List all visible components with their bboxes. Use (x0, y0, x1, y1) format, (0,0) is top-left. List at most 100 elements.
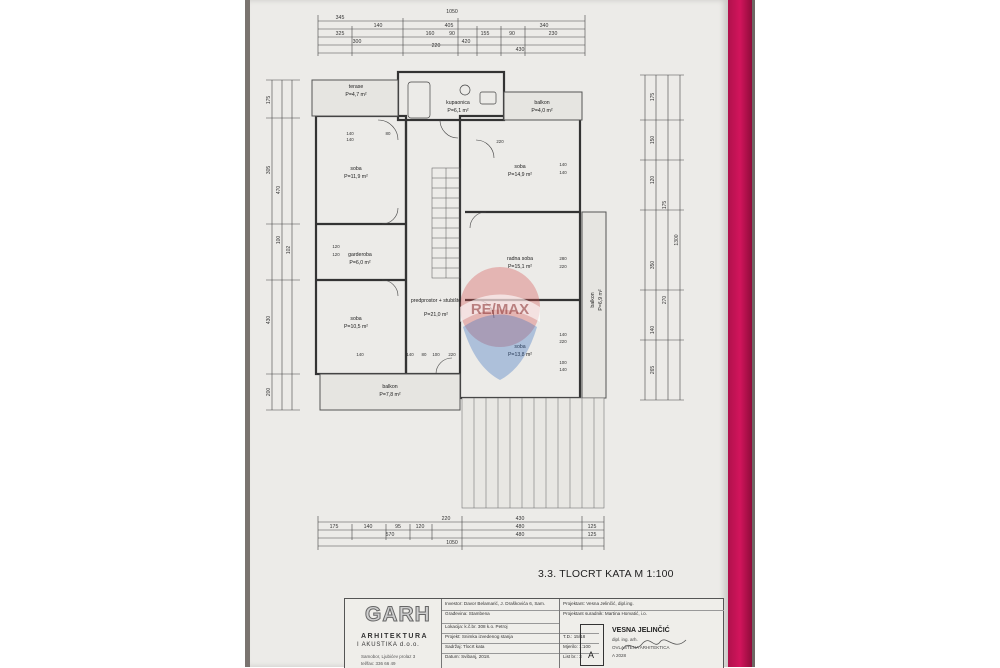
drawing-caption: 3.3. TLOCRT KATA M 1:100 (538, 568, 674, 580)
room-area-terase: P=4,7 m² (345, 92, 366, 98)
tb-sheet: List br.: 3 (560, 653, 599, 659)
mark-5: 140 (559, 170, 567, 175)
title-block-right: Projektant: Vesna Jelinčić, dipl.ing. Pr… (559, 599, 724, 668)
tb-object: Građevina: Stambena (442, 610, 560, 616)
terrace-deck (461, 397, 605, 509)
logo-line-1: ARHITEKTURA (361, 633, 429, 640)
remax-watermark: RE/MAX (460, 267, 540, 380)
title-block-info: Investor: Davor Belamarić, J. Draškovića… (441, 599, 560, 668)
mark-19: 220 (496, 139, 504, 144)
remax-text: RE/MAX (471, 301, 529, 318)
dim-right-175: 175 (650, 93, 656, 102)
dim-top-300: 300 (353, 39, 362, 45)
dim-right-270: 270 (662, 296, 668, 305)
room-area-balkon-right: P=6,9 m² (598, 289, 604, 310)
dim-bottom-125b: 125 (588, 532, 597, 538)
mark-18: 220 (448, 352, 456, 357)
dim-left-305: 305 (266, 166, 272, 175)
room-name-balkon-right: balkon (590, 292, 596, 307)
tb-date: Datum: Svibanj, 2018. (442, 653, 560, 659)
dim-right-140: 140 (650, 326, 656, 335)
stamp-line-1: dipl. ing. arh. (612, 637, 638, 642)
dim-right-350: 350 (650, 261, 656, 270)
room-name-terase: terase (349, 84, 364, 90)
room-area-balkon-bottom: P=7,8 m² (379, 392, 400, 398)
mark-3: 80 (386, 131, 391, 136)
dim-bottom-430: 430 (516, 516, 525, 522)
stamp-box (580, 624, 604, 666)
mark-13: 140 (559, 367, 567, 372)
dim-bottom-220: 220 (442, 516, 451, 522)
dim-bottom-570: 570 (386, 532, 395, 538)
room-name-garderoba: garderoba (348, 252, 372, 258)
tb-location: Lokacija: k.č.br. 308 k.o. Petroj (442, 623, 560, 629)
tb-investor: Investor: Davor Belamarić, J. Draškovića… (445, 601, 546, 606)
tb-project: Projekt: Snimka izvedenog stanja (442, 633, 560, 639)
dim-bottom-140: 140 (364, 524, 373, 530)
right-dimensions (640, 74, 684, 401)
top-dimension-labels: 345 1050 340 325 140 405 90 155 90 230 3… (336, 9, 558, 53)
tb-collaborator: Projektant suradnik: Martina Horvatić, i… (560, 610, 724, 616)
dim-bottom-125: 125 (588, 524, 597, 530)
dim-left-470: 470 (276, 186, 282, 195)
stamp-letter: A (588, 650, 595, 660)
tb-content: Sadržaj: Tlocrt kata (442, 643, 560, 649)
bottom-dimensions (317, 516, 605, 550)
dim-right-150: 150 (650, 136, 656, 145)
dim-left-175: 175 (266, 96, 272, 105)
title-block: GARH ARHITEKTURA I AKUSTIKA d.o.o. Samob… (344, 598, 724, 668)
room-area-garderoba: P=6,0 m² (349, 260, 370, 266)
mark-10: 140 (559, 332, 567, 337)
dim-bottom-175: 175 (330, 524, 339, 530)
room-name-balkon-top: balkon (534, 100, 549, 106)
dim-left-430: 430 (266, 316, 272, 325)
room-name-radna-soba: radna soba (507, 256, 533, 262)
dim-right-120: 120 (650, 176, 656, 185)
opening-marks: 140 140 80 140 140 120 120 280 220 140 2… (332, 131, 567, 372)
tb-td: T.D.: 15/18 (560, 633, 599, 639)
mark-17: 100 (432, 352, 440, 357)
dim-bottom-1050: 1050 (446, 540, 458, 546)
room-labels: terase P=4,7 m² kupaonica P=6,1 m² balko… (344, 84, 604, 398)
dim-top-430: 430 (516, 47, 525, 53)
dim-top-140: 140 (374, 23, 383, 29)
dim-right-1300: 1300 (674, 234, 680, 245)
logo-mark: GARH (365, 603, 431, 627)
dim-bottom-480b: 480 (516, 532, 525, 538)
bottom-dimension-labels: 430 175 140 95 120 220 480 125 570 480 1… (330, 516, 597, 546)
mark-4: 140 (559, 162, 567, 167)
room-area-soba-3: P=10,5 m² (344, 324, 368, 330)
room-area-soba-2: P=14,9 m² (508, 172, 532, 178)
dim-top-420: 420 (462, 39, 471, 45)
logo-line-4: tel/fax: 336 66 49 (361, 661, 396, 666)
dim-top-90a: 90 (449, 31, 455, 37)
tb-scale: Mjerilo: 1:100 (560, 643, 599, 649)
room-area-soba-4: P=13,8 m² (508, 352, 532, 358)
dim-right-175b: 175 (662, 201, 668, 210)
room-name-soba-3: soba (350, 316, 361, 322)
room-area-radna-soba: P=15,1 m² (508, 264, 532, 270)
room-name-soba-4: soba (514, 344, 525, 350)
dim-top-325: 325 (336, 31, 345, 37)
dim-left-102: 102 (286, 246, 292, 255)
room-area-predprostor: P=21,0 m² (424, 312, 448, 318)
room-name-soba-1: soba (350, 166, 361, 172)
mark-7: 120 (332, 252, 340, 257)
mark-8: 280 (559, 256, 567, 261)
balconies (311, 79, 607, 411)
room-name-soba-2: soba (514, 164, 525, 170)
dim-bottom-95: 95 (395, 524, 401, 530)
dim-bottom-120: 120 (416, 524, 425, 530)
mark-11: 220 (559, 339, 567, 344)
magenta-folder-edge (728, 0, 752, 667)
room-area-balkon-top: P=4,0 m² (531, 108, 552, 114)
room-name-predprostor: predprostor + stubište (411, 298, 461, 304)
firm-logo: GARH ARHITEKTURA I AKUSTIKA d.o.o. Samob… (351, 603, 441, 667)
room-name-kupaonica: kupaonica (446, 100, 470, 106)
stamp-line-2: OVLAŠTENA ARHITEKTICA (612, 645, 670, 650)
left-dimension-labels: 175 305 100 102 470 430 200 (266, 96, 292, 397)
dim-left-200: 200 (266, 388, 272, 397)
logo-line-2: I AKUSTIKA d.o.o. (357, 642, 420, 648)
logo-line-3: Samobor, Ljubićev prolaz 3 (361, 654, 416, 659)
